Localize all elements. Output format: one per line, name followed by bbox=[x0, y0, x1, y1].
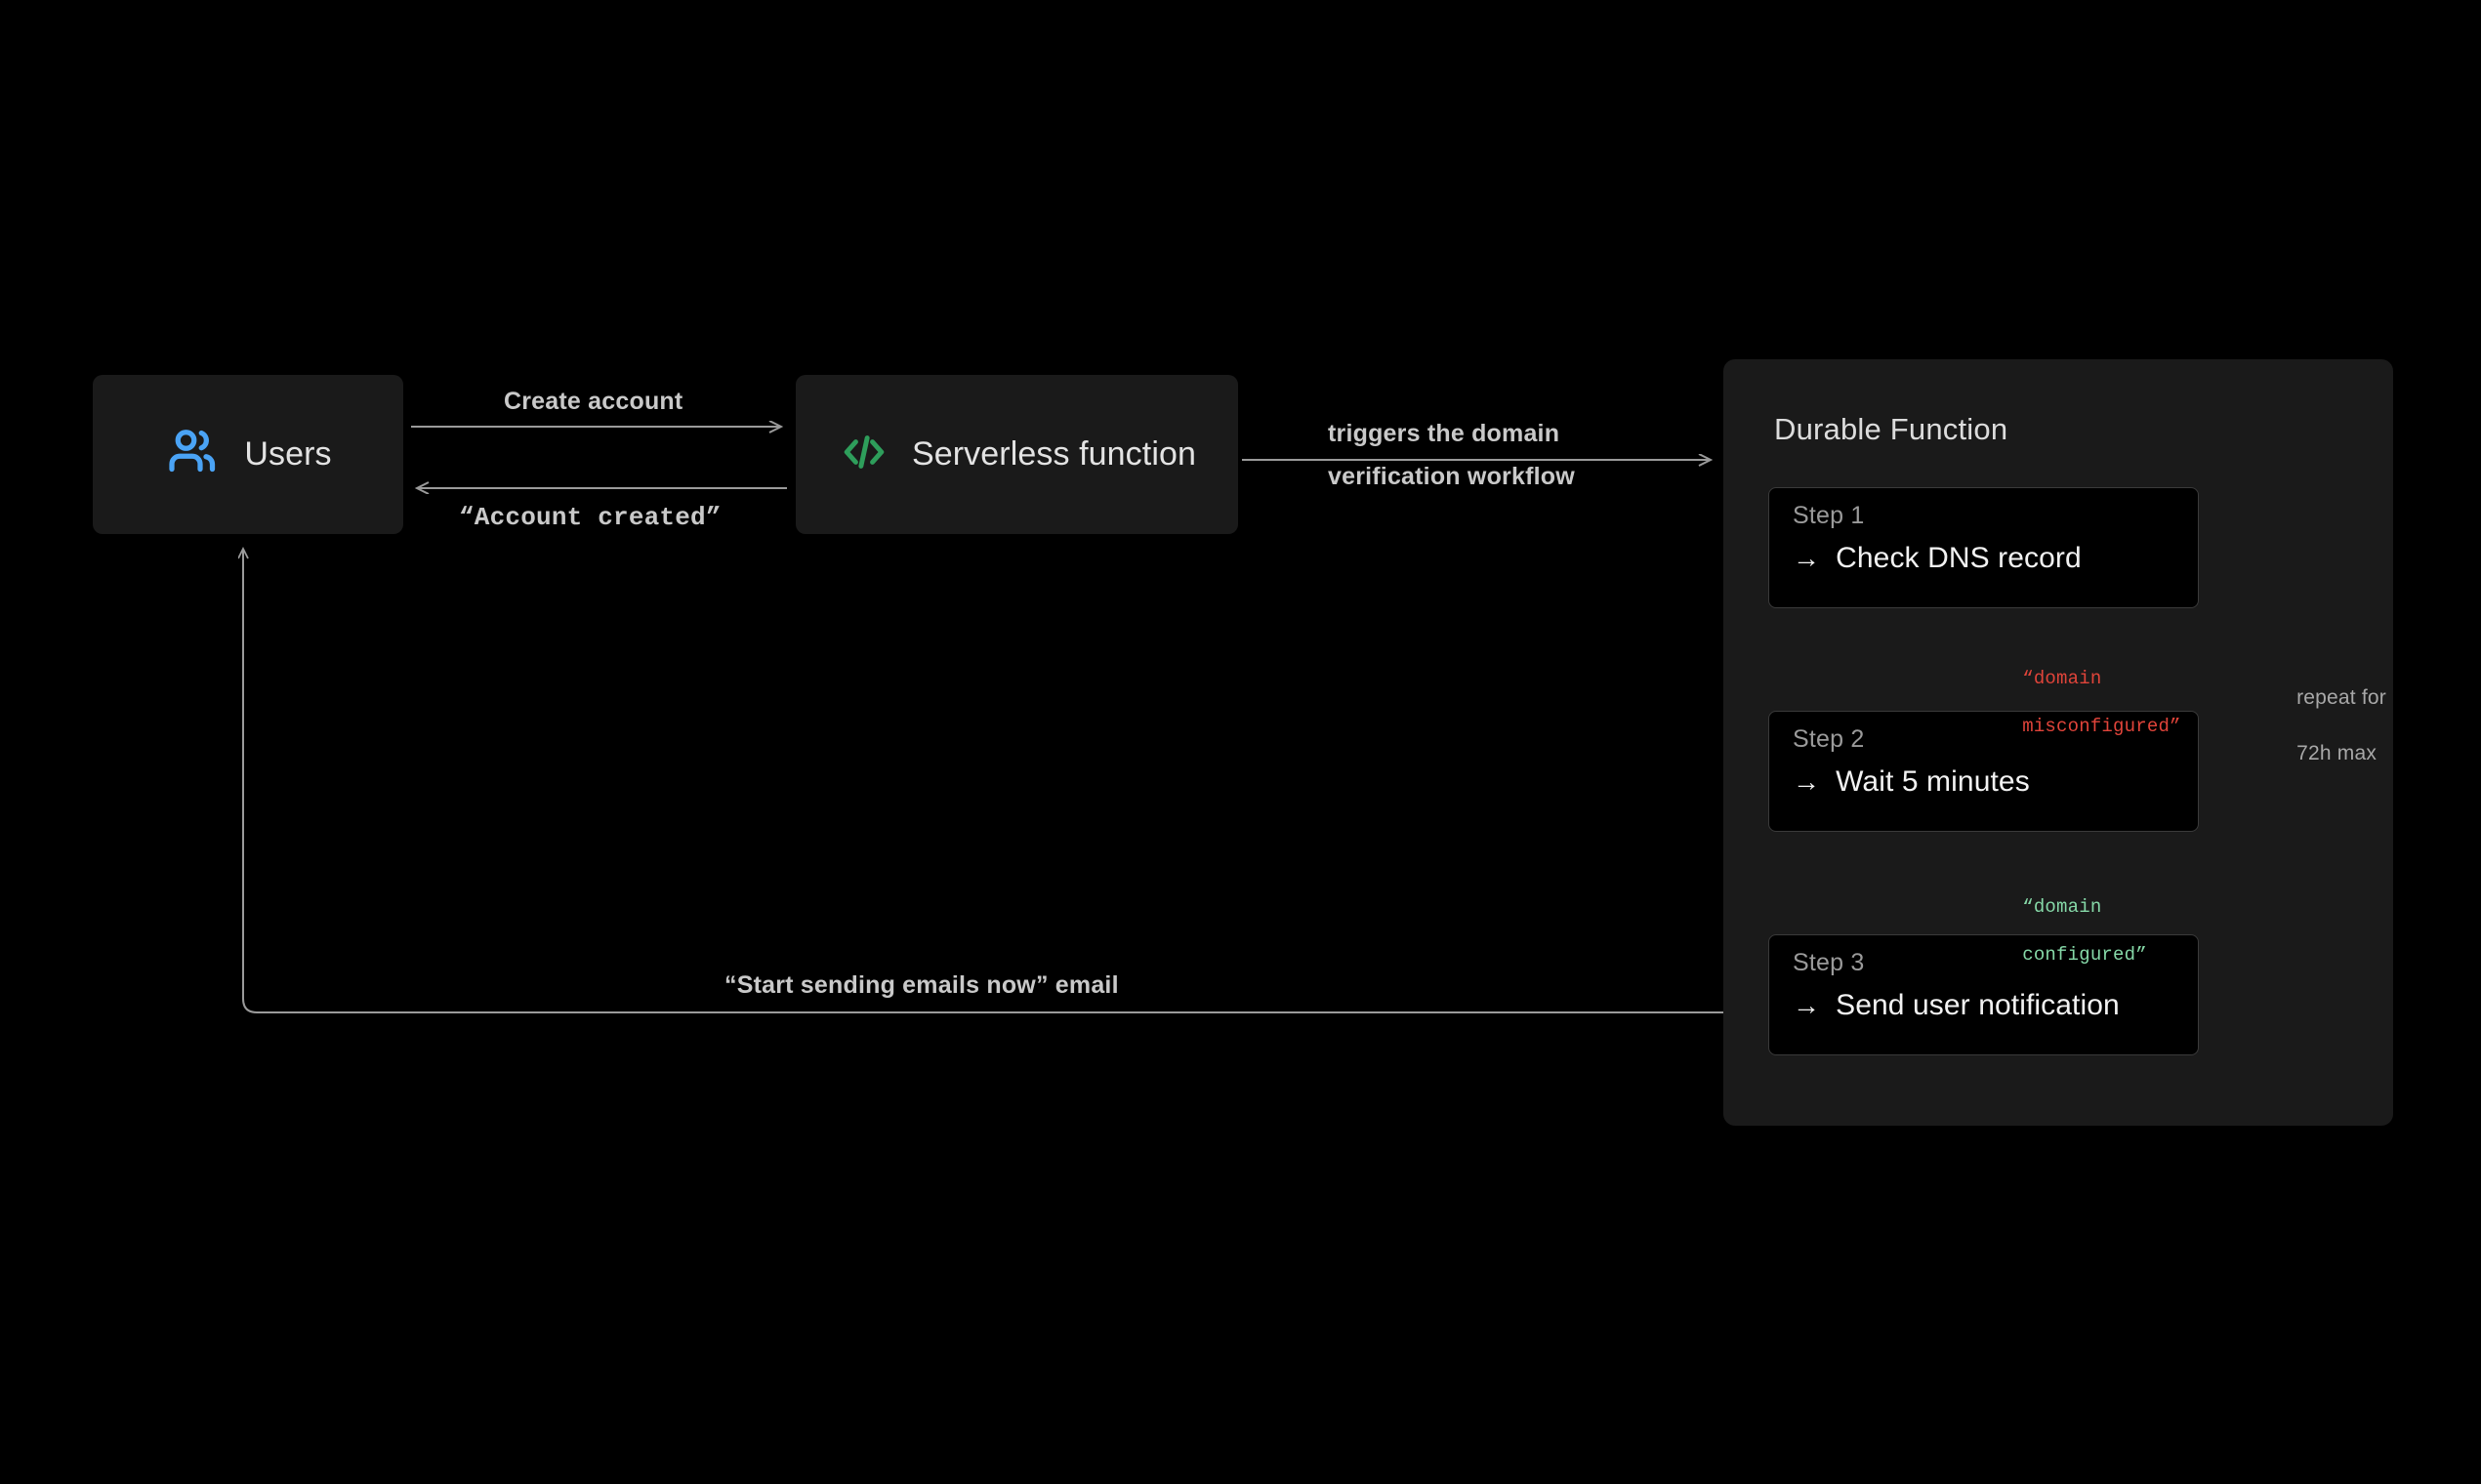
edge-label-create-account: Create account bbox=[504, 388, 683, 415]
users-icon bbox=[164, 423, 223, 486]
code-brackets-icon bbox=[838, 426, 890, 483]
transition-misconfigured-line2: misconfigured” bbox=[2022, 715, 2181, 737]
edge-label-triggers-line2: verification workflow bbox=[1328, 463, 1575, 490]
step-1-body: → Check DNS record bbox=[1793, 542, 2174, 575]
step-card-2[interactable]: Step 2 → Wait 5 minutes bbox=[1768, 711, 2199, 832]
node-users-label: Users bbox=[244, 435, 332, 473]
edge-label-account-created: “Account created” bbox=[459, 503, 722, 532]
edge-start-sending-email bbox=[243, 549, 1768, 1013]
loop-label-line1: repeat for bbox=[2296, 686, 2386, 710]
step-3-body: → Send user notification bbox=[1793, 989, 2174, 1022]
step-3-kicker: Step 3 bbox=[1793, 949, 1865, 976]
transition-configured-line1: “domain bbox=[2022, 896, 2102, 919]
step-1-text: Check DNS record bbox=[1836, 542, 2082, 574]
node-serverless-function-label: Serverless function bbox=[911, 435, 1197, 473]
transition-label-domain-configured: “domain configured” bbox=[2000, 872, 2147, 967]
step-3-text: Send user notification bbox=[1836, 989, 2120, 1021]
node-users[interactable]: Users bbox=[93, 375, 403, 534]
loop-label-line2: 72h max bbox=[2296, 742, 2378, 765]
transition-configured-line2: configured” bbox=[2022, 943, 2147, 966]
step-2-kicker: Step 2 bbox=[1793, 725, 1865, 753]
durable-function-title: Durable Function bbox=[1774, 412, 2008, 446]
transition-label-domain-misconfigured: “domain misconfigured” bbox=[2000, 643, 2181, 738]
arrow-right-icon: → bbox=[1793, 766, 1821, 797]
node-serverless-function[interactable]: Serverless function bbox=[796, 375, 1238, 534]
step-2-body: → Wait 5 minutes bbox=[1793, 765, 2174, 799]
step-2-text: Wait 5 minutes bbox=[1836, 765, 2030, 798]
transition-misconfigured-line1: “domain bbox=[2022, 668, 2102, 690]
edge-label-start-sending-email: “Start sending emails now” email bbox=[724, 971, 1119, 999]
step-card-3[interactable]: Step 3 → Send user notification bbox=[1768, 934, 2199, 1055]
step-1-kicker: Step 1 bbox=[1793, 502, 1865, 529]
loop-label-repeat-72h: repeat for 72h max bbox=[2285, 657, 2386, 767]
step-card-1[interactable]: Step 1 → Check DNS record bbox=[1768, 487, 2199, 608]
arrow-right-icon: → bbox=[1793, 990, 1821, 1020]
edge-label-triggers-line1: triggers the domain bbox=[1328, 420, 1560, 447]
edge-label-triggers-workflow: triggers the domain verification workflo… bbox=[1328, 420, 1575, 491]
arrow-right-icon: → bbox=[1793, 543, 1821, 573]
